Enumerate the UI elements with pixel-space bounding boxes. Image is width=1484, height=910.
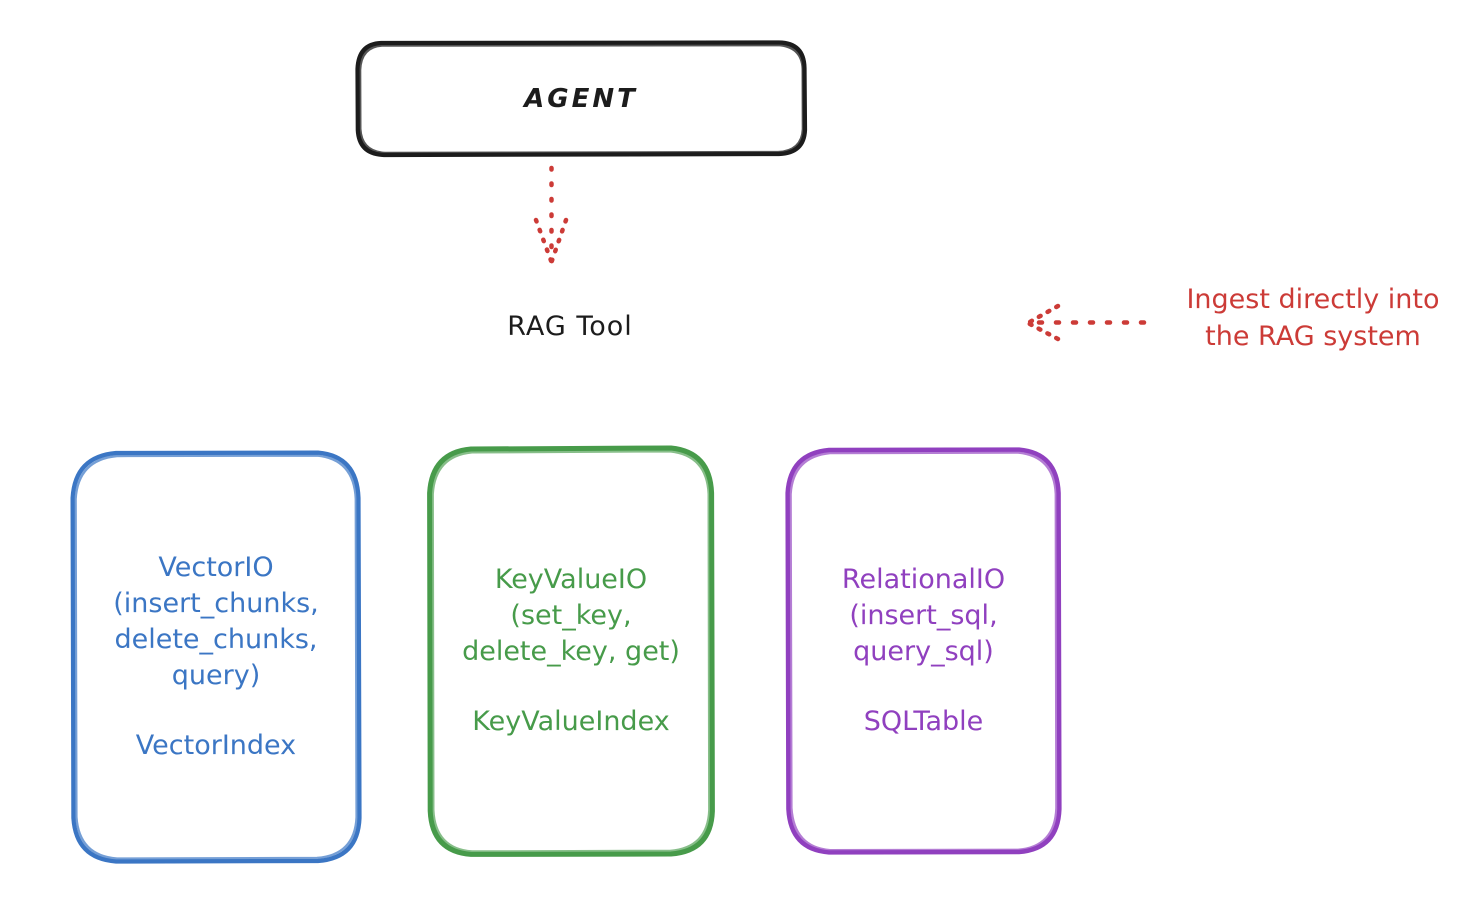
rag-tool-node[interactable]: RAG Tool [155,268,985,384]
agent-node-outline [355,40,808,158]
agent-node[interactable]: AGENT [355,40,808,158]
rag-tool-label: RAG Tool [507,310,633,342]
vector-io-line-1: VectorIO [158,552,274,583]
ingest-annotation-line-1: Ingest directly into [1186,284,1440,315]
key-value-io-node[interactable]: KeyValueIO (set_key, delete_key, get) Ke… [427,445,715,857]
relational-io-line-3: query_sql) [853,636,994,667]
vector-io-text-stack: VectorIO (insert_chunks, delete_chunks, … [113,550,318,764]
ingest-arrow-connector [1025,303,1147,342]
key-value-io-line-1: KeyValueIO [494,564,648,595]
vector-io-node[interactable]: VectorIO (insert_chunks, delete_chunks, … [70,450,362,864]
relational-io-text-stack: RelationalIO (insert_sql, query_sql) SQL… [842,562,1005,740]
relational-io-line-2: (insert_sql, [849,600,998,631]
key-value-io-line-3: delete_key, get) [462,636,680,667]
key-value-index-label: KeyValueIndex [472,706,670,737]
relational-io-line-1: RelationalIO [841,564,1006,595]
agent-to-rag-connector [533,165,569,265]
key-value-io-node-outline [427,445,715,857]
relational-io-node-outline [785,447,1062,855]
ingest-annotation-line-2: the RAG system [1205,321,1421,352]
vector-io-line-2: (insert_chunks, [113,588,319,619]
vector-io-node-outline [70,450,362,864]
relational-io-node[interactable]: RelationalIO (insert_sql, query_sql) SQL… [785,447,1062,855]
agent-label: AGENT [524,83,638,114]
ingest-annotation: Ingest directly into the RAG system [1148,281,1478,355]
vector-io-line-4: query) [171,660,261,691]
key-value-io-line-2: (set_key, [510,600,632,631]
sql-table-label: SQLTable [863,706,984,737]
vector-io-line-3: delete_chunks, [114,624,318,655]
vector-index-label: VectorIndex [135,730,297,761]
key-value-io-text-stack: KeyValueIO (set_key, delete_key, get) Ke… [462,562,680,740]
